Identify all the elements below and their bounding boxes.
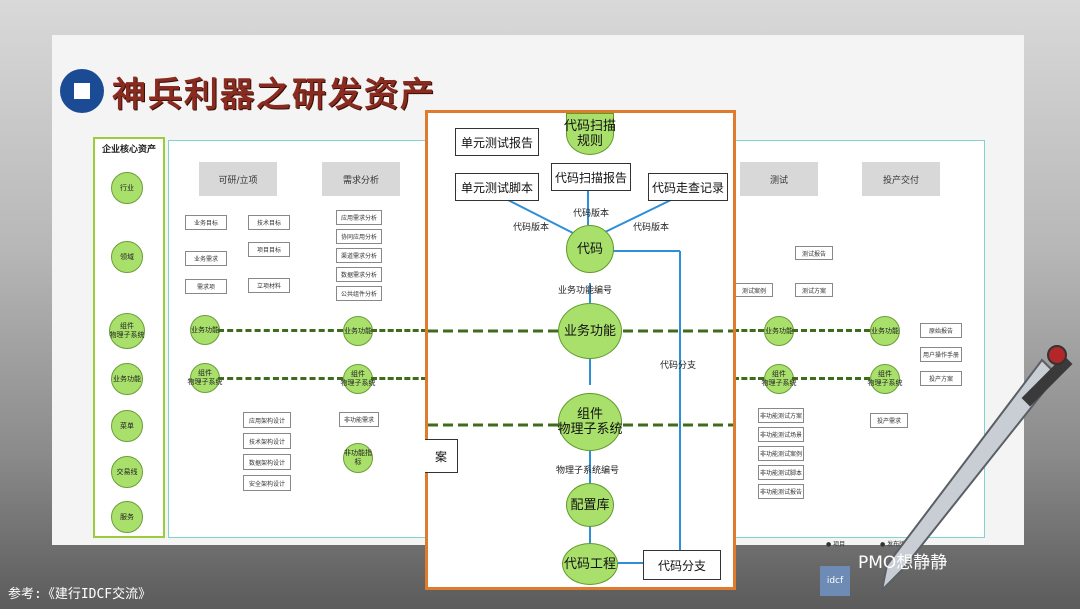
watermark: PMO想静静 xyxy=(858,553,948,573)
lane-node-transaction: 交易线 xyxy=(111,456,143,488)
feas-box: 业务目标 xyxy=(185,215,227,230)
test-box: 非功能测试案例 xyxy=(758,446,804,461)
header-requirements: 需求分析 xyxy=(322,162,400,196)
test-box: 非功能测试脚本 xyxy=(758,465,804,480)
test-box: 测试方案 xyxy=(795,283,833,297)
feas-box: 项目目标 xyxy=(248,242,290,257)
lane-title: 企业核心资产 xyxy=(101,145,156,155)
reference-text: 参考:《建行IDCF交流》 xyxy=(8,587,152,602)
delivery-box: 投产需求 xyxy=(870,413,908,428)
flow-dash-line xyxy=(371,377,427,380)
code-scan-report-box: 代码扫描报告 xyxy=(551,163,631,191)
test-box: 非功能测试场景 xyxy=(758,427,804,442)
lane-node-industry: 行业 xyxy=(111,172,143,204)
legend-item-project: ● 项目 xyxy=(826,541,846,548)
header-test: 测试 xyxy=(740,162,818,196)
delivery-node-business-function: 业务功能 xyxy=(870,316,900,346)
zoom-connectors xyxy=(428,165,733,564)
legend-label: 项目 xyxy=(833,541,846,548)
test-node-business-function: 业务功能 xyxy=(764,316,794,346)
test-node-component: 组件 物理子系统 xyxy=(762,364,797,394)
label-biz-func-no: 业务功能编号 xyxy=(558,286,613,296)
legend-label: 发布版本 xyxy=(887,541,912,548)
header-feasibility: 可研/立项 xyxy=(199,162,277,196)
label-code-version: 代码版本 xyxy=(633,223,670,233)
title-bar: 神兵利器之研发资产 xyxy=(60,66,436,116)
req-node-nonfunctional: 非功能指标 xyxy=(343,443,373,473)
req-box: 数据需求分析 xyxy=(336,267,382,282)
code-scan-rule-node: 代码扫描 规则 xyxy=(564,113,616,155)
req-node-component: 组件 物理子系统 xyxy=(341,364,376,394)
delivery-node-component: 组件 物理子系统 xyxy=(868,364,903,394)
flow-dash-line xyxy=(792,377,870,380)
feas-box: 技术架构设计 xyxy=(243,433,291,449)
flow-dash-line xyxy=(733,329,764,332)
lane-node-business-function: 业务功能 xyxy=(111,363,143,395)
flow-dash-line xyxy=(792,329,870,332)
test-box: 非功能测试报告 xyxy=(758,484,804,499)
req-box: 协同应用分析 xyxy=(336,229,382,244)
test-box: 测试报告 xyxy=(795,246,833,260)
sword-decoration xyxy=(880,345,1073,594)
req-box: 公共组件分析 xyxy=(336,286,382,301)
lane-node-service: 服务 xyxy=(111,501,143,533)
code-review-record-box: 代码走查记录 xyxy=(648,173,728,201)
test-box: 非功能测试方案 xyxy=(758,408,804,423)
req-box: 非功能需求 xyxy=(339,412,379,427)
label-code-branch: 代码分支 xyxy=(660,361,697,371)
feas-box: 技术目标 xyxy=(248,215,290,230)
business-function-node: 业务功能 xyxy=(558,303,622,359)
legend-item-release: ● 发布版本 xyxy=(880,541,912,548)
req-box: 应用需求分析 xyxy=(336,210,382,225)
feas-box: 应用架构设计 xyxy=(243,412,291,428)
label-code-version: 代码版本 xyxy=(573,209,610,219)
delivery-box: 原始报告 xyxy=(920,323,962,338)
req-box: 渠道需求分析 xyxy=(336,248,382,263)
req-node-business-function: 业务功能 xyxy=(343,316,373,346)
test-box: 测试案例 xyxy=(735,283,773,297)
delivery-box: 用户操作手册 xyxy=(920,347,962,362)
delivery-box: 投产方案 xyxy=(920,371,962,386)
code-branch-box: 代码分支 xyxy=(643,550,721,580)
feas-box: 立项材料 xyxy=(248,278,290,293)
config-repo-node: 配置库 xyxy=(566,483,614,527)
unit-test-script-box: 单元测试脚本 xyxy=(455,173,539,201)
lane-node-component: 组件 物理子系统 xyxy=(109,313,145,349)
feas-box: 安全架构设计 xyxy=(243,475,291,491)
header-delivery: 投产交付 xyxy=(862,162,940,196)
lane-node-domain: 领域 xyxy=(111,241,143,273)
feas-box: 数据架构设计 xyxy=(243,454,291,470)
feas-box: 业务需求 xyxy=(185,251,227,266)
flow-dash-line xyxy=(218,377,343,380)
zoom-callout: 单元测试报告 单元测试脚本 代码扫描 规则 代码扫描报告 代码走查记录 代码版本… xyxy=(425,110,736,590)
feas-node-component: 组件 物理子系统 xyxy=(188,363,223,393)
flow-dash-line xyxy=(218,329,343,332)
component-node: 组件 物理子系统 xyxy=(558,393,623,451)
page-title: 神兵利器之研发资产 xyxy=(112,74,436,115)
partial-box: 案 xyxy=(425,439,458,473)
label-code-version: 代码版本 xyxy=(513,223,550,233)
lane-node-menu: 菜单 xyxy=(111,410,143,442)
bank-logo-icon xyxy=(60,69,104,113)
flow-dash-line xyxy=(371,329,427,332)
idcf-logo: idcf xyxy=(820,566,850,596)
feas-node-business-function: 业务功能 xyxy=(190,315,220,345)
code-project-node: 代码工程 xyxy=(562,543,618,585)
unit-test-report-box: 单元测试报告 xyxy=(455,128,539,156)
feas-box: 需求项 xyxy=(185,279,227,294)
code-node: 代码 xyxy=(566,225,614,273)
flow-dash-line xyxy=(733,377,764,380)
label-subsystem-no: 物理子系统编号 xyxy=(556,466,620,476)
